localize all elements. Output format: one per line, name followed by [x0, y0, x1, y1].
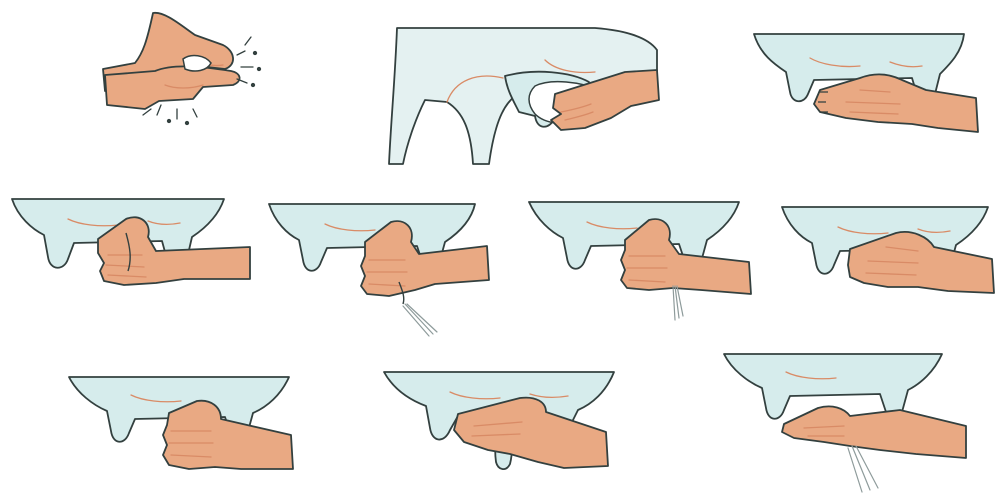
panel-10-stripping-stream — [720, 350, 990, 493]
hand-shape — [782, 406, 966, 458]
panel-3-hand-approaching-teat — [750, 28, 985, 138]
hand-shape — [814, 74, 978, 132]
milk-stream — [403, 304, 437, 336]
wiping-udder-drawing — [385, 20, 675, 170]
squeeze-stream-drawing — [265, 200, 495, 340]
panel-2-wiping-udder — [385, 20, 675, 170]
panel-9-stripping-teat — [380, 368, 620, 478]
panel-6-full-squeeze-stream — [525, 198, 755, 323]
stripping-teat-drawing — [380, 368, 620, 478]
panel-5-squeeze-stream — [265, 200, 495, 340]
hand-shape — [454, 398, 608, 468]
full-squeeze-drawing — [525, 198, 755, 323]
full-grip-drawing — [65, 373, 300, 478]
milk-stream — [673, 286, 683, 320]
grip-teat-drawing — [8, 195, 253, 295]
panel-8-full-grip — [65, 373, 300, 478]
approach-teat-drawing — [750, 28, 985, 138]
stripping-stream-drawing — [720, 350, 990, 493]
panel-7-release — [778, 203, 998, 298]
milk-stream — [848, 446, 878, 492]
release-teat-drawing — [778, 203, 998, 298]
panel-1-washing-hands — [95, 5, 285, 130]
washing-hands-drawing — [95, 5, 285, 130]
panel-4-thumb-finger-grip — [8, 195, 253, 295]
